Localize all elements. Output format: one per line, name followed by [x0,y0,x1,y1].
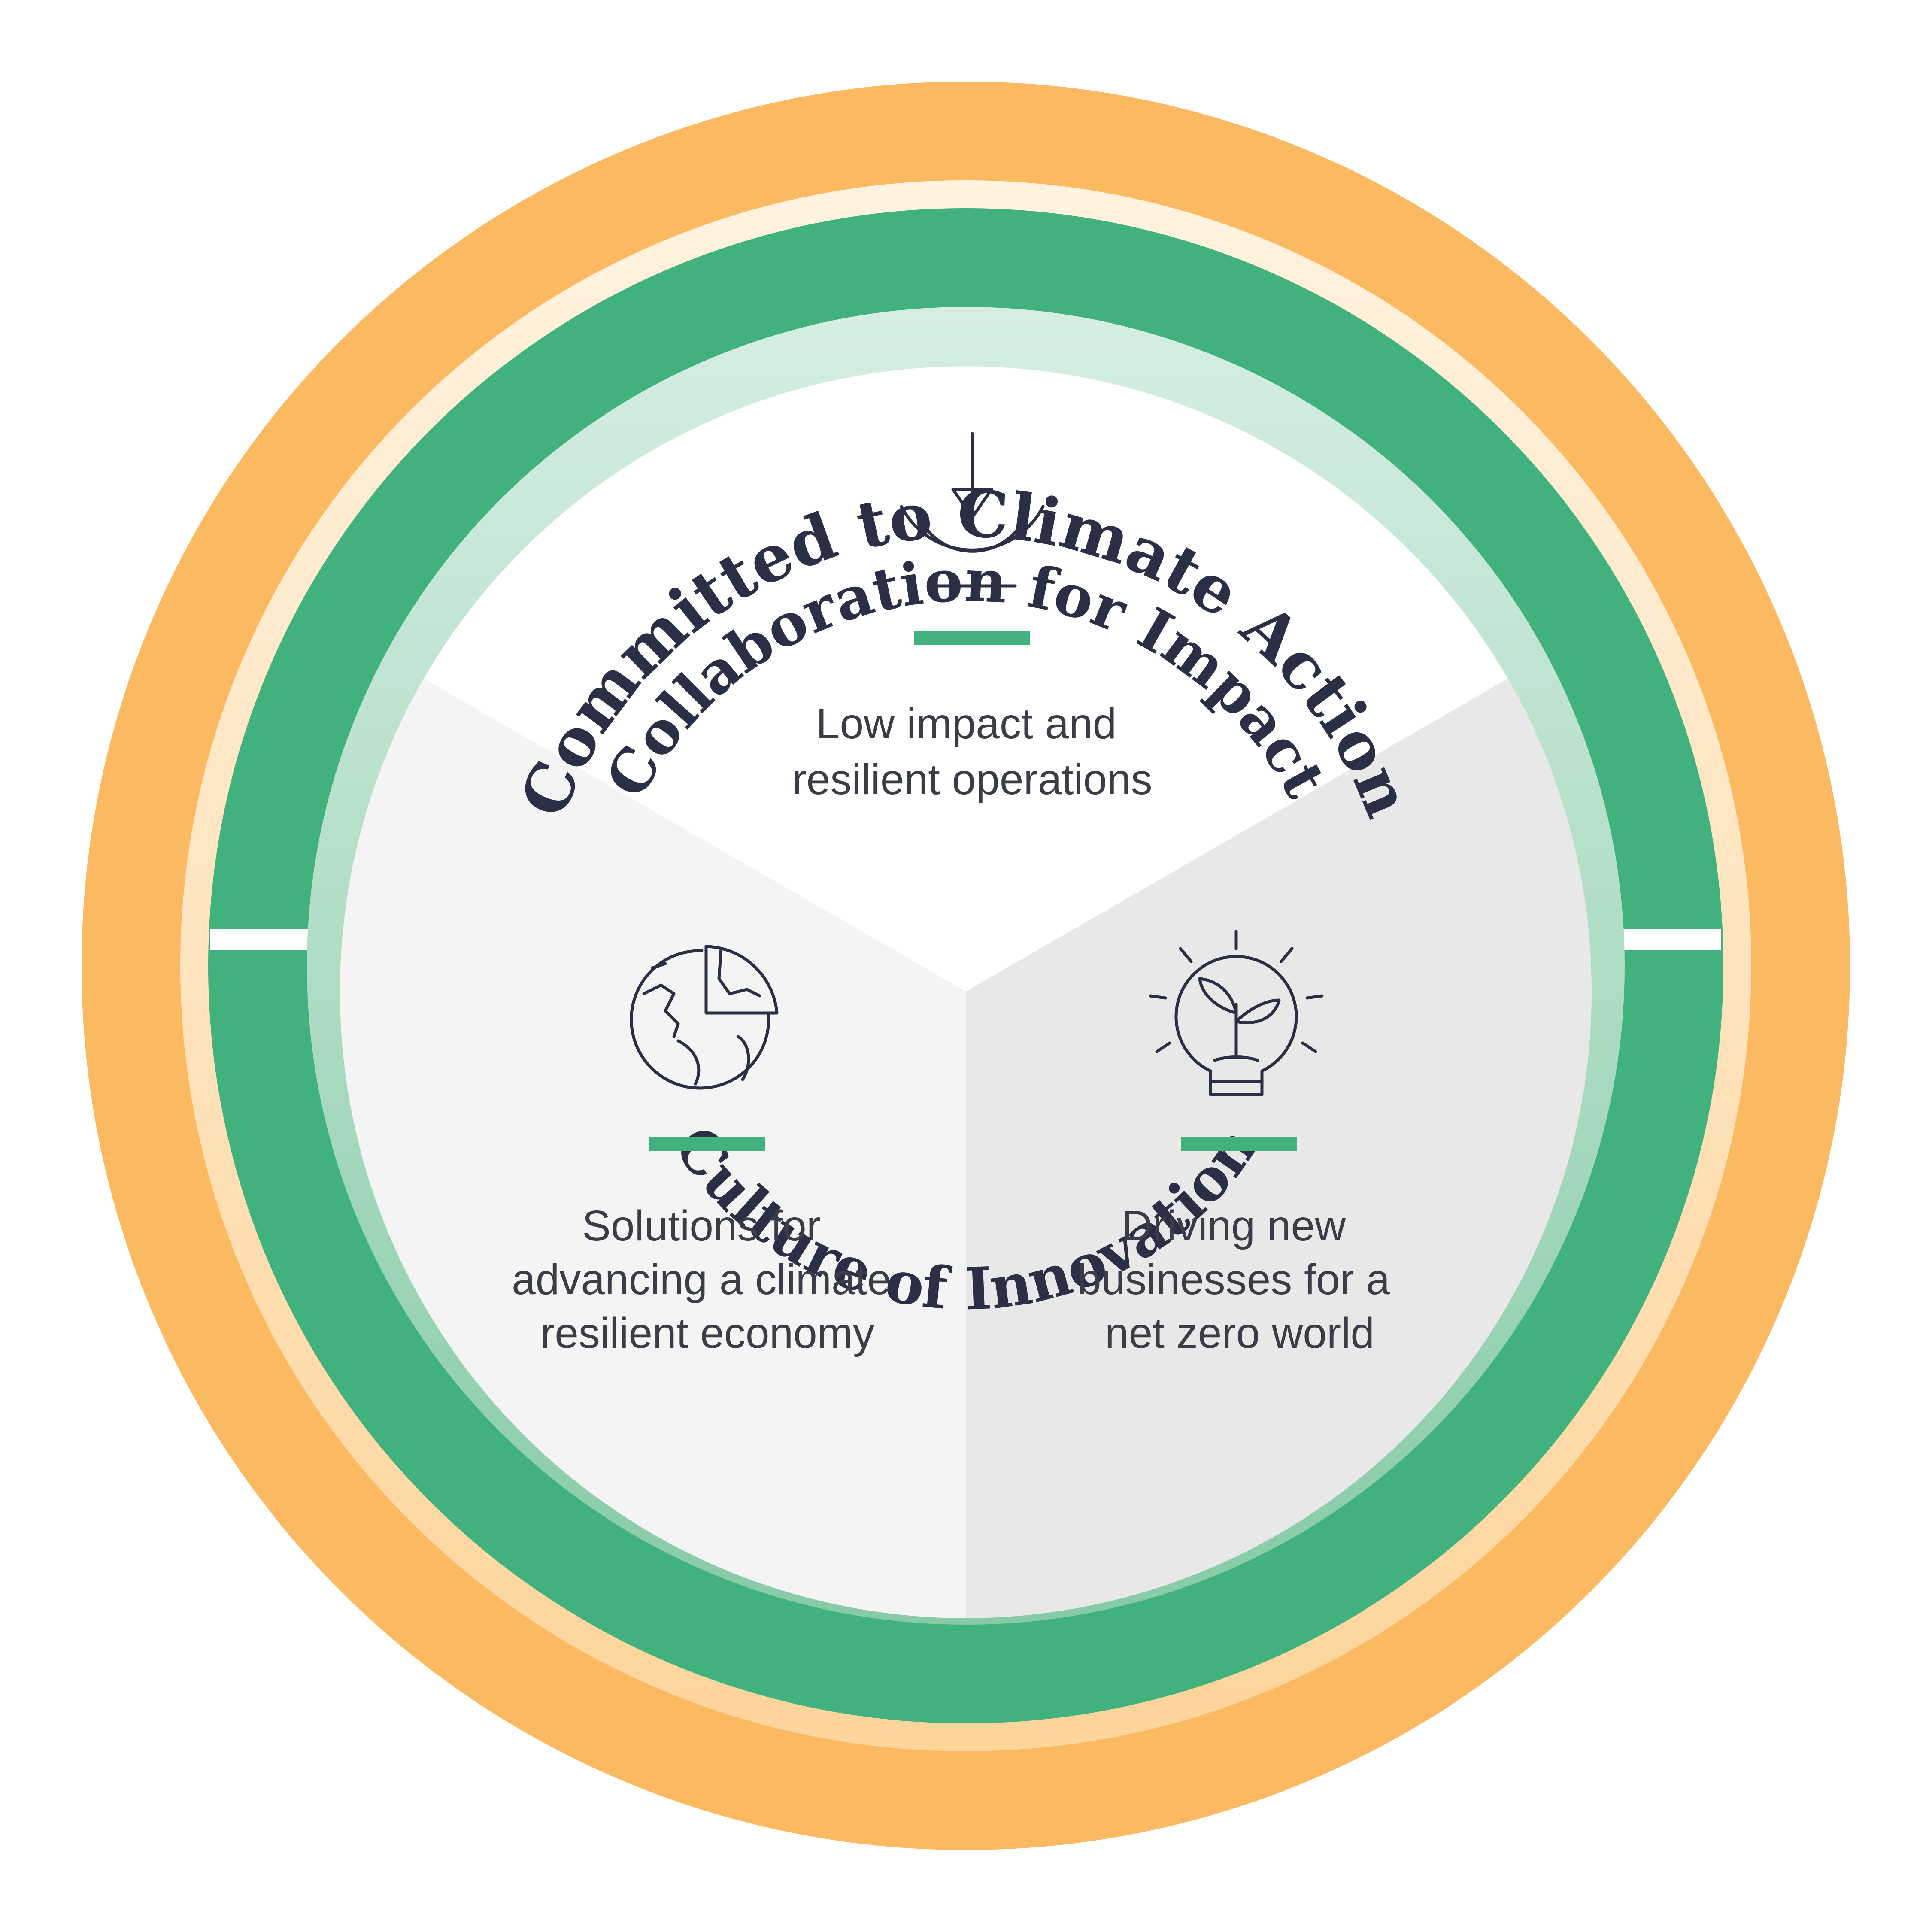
right-segment-line-1: Driving new [1122,1202,1346,1250]
waves-arrow-icon [900,432,1045,588]
left-segment-line-2: advancing a climate [512,1256,891,1304]
top-segment-accent-bar [914,631,1030,645]
lightbulb-sprout-icon [1149,930,1324,1096]
left-segment-line-1: Solutions for [582,1202,821,1250]
top-segment-line-2: resilient operations [792,755,1152,804]
top-segment-label: Low impact and resilient operations [792,700,1152,804]
right-segment-accent-bar [1181,1137,1297,1151]
right-segment-line-2: businesses for a [1077,1256,1390,1304]
top-segment-line-1: Low impact and [816,700,1116,748]
globe-icon [630,945,779,1090]
segment-top-bg [424,366,1508,992]
segment-pie [340,366,1592,1618]
left-segment-label: Solutions for advancing a climate resili… [512,1202,903,1357]
left-segment-line-3: resilient economy [540,1309,874,1357]
left-segment-accent-bar [649,1137,765,1151]
right-segment-line-3: net zero world [1105,1309,1374,1357]
right-segment-label: Driving new businesses for a net zero wo… [1077,1202,1402,1357]
